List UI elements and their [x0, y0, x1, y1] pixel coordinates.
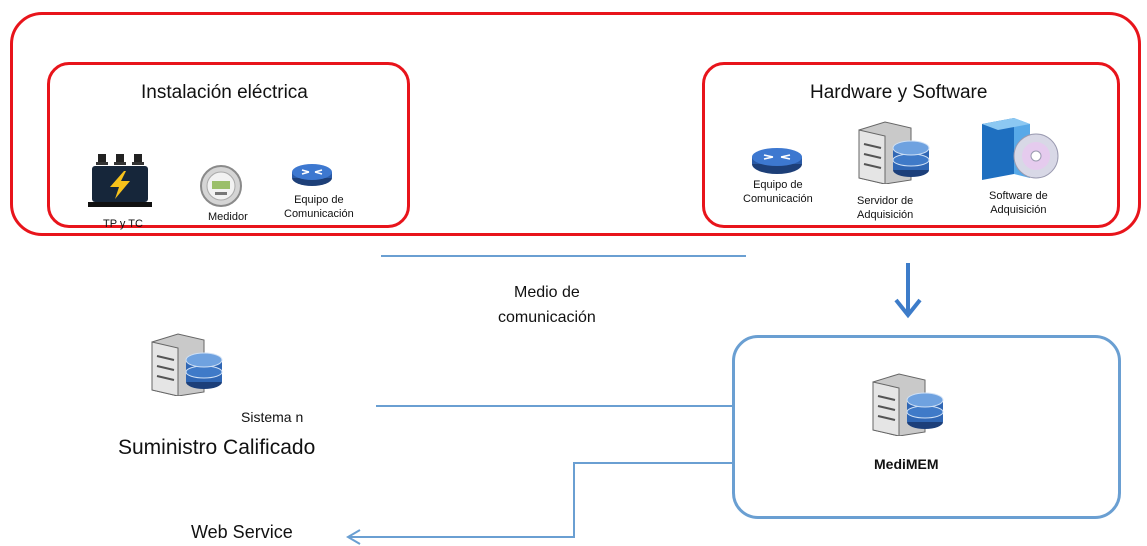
comm-equipment-right-label: Equipo de Comunicación — [743, 178, 813, 206]
webservice-arrowhead — [346, 529, 361, 545]
web-service-label: Web Service — [191, 522, 293, 542]
acquisition-software-label: Software de Adquisición — [989, 189, 1048, 217]
down-arrow-head — [894, 298, 922, 319]
acquisition-server-line1: Servidor de — [857, 195, 914, 207]
top-outer-frame — [10, 12, 1141, 236]
qualified-supply-label: Suministro Calificado — [118, 436, 316, 459]
meter-label: Medidor — [208, 211, 248, 223]
medimem-frame — [732, 335, 1121, 519]
meter-icon — [200, 165, 242, 207]
comm-equipment-right-line1: Equipo de — [753, 179, 803, 191]
server-icon — [858, 121, 930, 184]
electrical-installation-frame — [47, 62, 410, 228]
acquisition-software-line1: Software de — [989, 190, 1048, 202]
acquisition-server-line2: Adquisición — [857, 209, 914, 221]
medimem-label: MediMEM — [874, 456, 939, 472]
comm-equipment-left-line1: Equipo de — [294, 194, 344, 206]
hardware-software-title: Hardware y Software — [810, 82, 988, 103]
comm-equipment-left-label: Equipo de Comunicación — [284, 193, 354, 221]
comm-equipment-left-line2: Comunicación — [284, 208, 354, 220]
communication-medium-label: Medio de comunicación — [498, 280, 596, 330]
server-icon — [872, 373, 944, 436]
acquisition-software-line2: Adquisición — [990, 204, 1047, 216]
tp-tc-label: TP y TC — [103, 218, 143, 230]
router-icon — [292, 164, 332, 186]
comm-equipment-right-line2: Comunicación — [743, 193, 813, 205]
router-icon — [752, 148, 802, 174]
hardware-software-frame — [702, 62, 1120, 228]
electrical-installation-title: Instalación eléctrica — [141, 82, 308, 103]
acquisition-server-label: Servidor de Adquisición — [857, 194, 913, 222]
system-n-label: Sistema n — [241, 409, 304, 425]
communication-medium-line2: comunicación — [498, 309, 596, 326]
server-icon — [151, 333, 223, 396]
transformer-icon — [88, 154, 152, 207]
communication-medium-line1: Medio de — [514, 284, 580, 301]
software-box-icon — [982, 118, 1059, 180]
medimem-to-webservice-line — [348, 462, 732, 538]
